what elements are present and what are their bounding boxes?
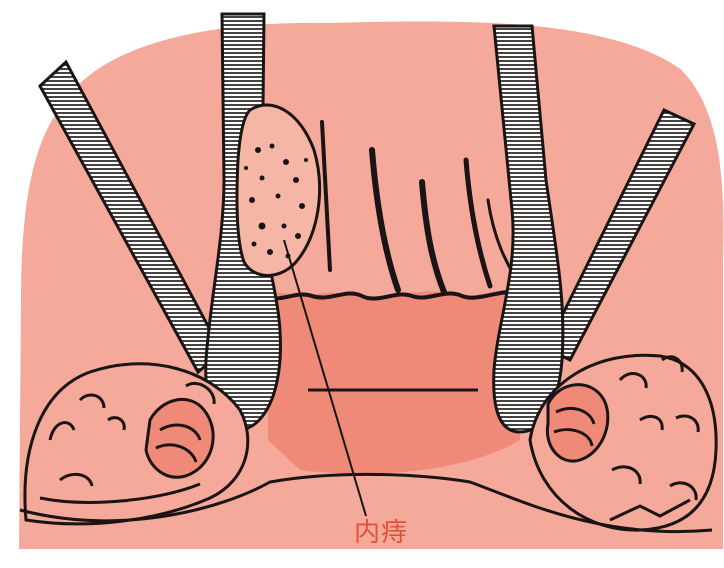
internal-hemorrhoid-label: 内痔: [336, 516, 426, 550]
anal-canal: [268, 289, 520, 473]
